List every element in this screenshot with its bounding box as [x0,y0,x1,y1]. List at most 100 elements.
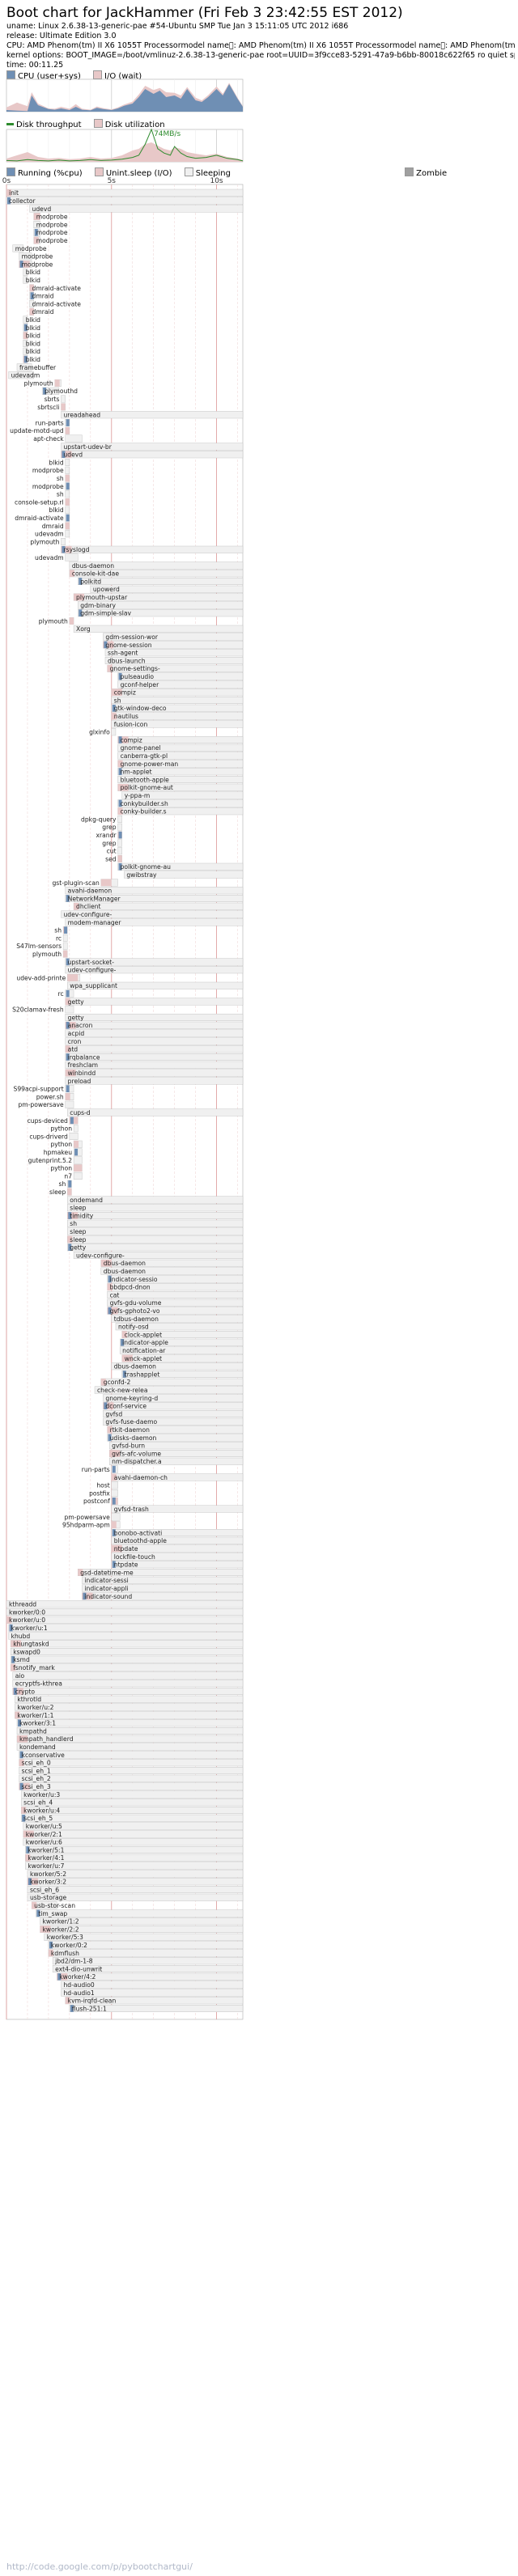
process-cpu-segment [74,1148,79,1156]
process-label: ecryptfs-kthrea [15,1680,62,1688]
process-bar [65,1037,244,1045]
process-label: plymouth [32,951,62,958]
process-label: timidity [70,1212,94,1219]
process-label: gsd-datetime-me [80,1569,134,1576]
process-label: wnck-applet [125,1355,162,1362]
process-bar [62,942,68,950]
unint-label: Unint.sleep (I/O) [105,169,172,178]
zombie-swatch [405,167,414,176]
process-label: run-parts [36,419,64,426]
process-cpu-segment [66,419,70,426]
process-cpu-segment [122,1371,126,1378]
process-label: NetworkManager [68,895,121,902]
process-label: cups-driverd [29,1133,68,1140]
zombie-legend-item: Zombie [405,167,447,178]
process-cpu-segment [68,1180,72,1188]
process-io-segment [32,1901,37,1909]
process-cpu-segment [66,514,70,522]
process-io-segment [117,760,123,768]
process-bar [67,1227,244,1235]
process-label: cron [68,1038,82,1045]
process-label: run-parts [82,1466,110,1473]
process-bar [65,490,70,498]
process-label: init [9,189,19,197]
process-io-segment [107,1283,113,1290]
process-label: clock-applet [125,1331,162,1338]
process-cpu-segment [9,1624,13,1632]
process-bar [65,958,244,966]
process-label: polkitd [80,578,101,585]
process-label: trashapplet [125,1371,160,1378]
process-label: dmraid-activate [32,285,82,292]
process-cpu-segment [108,1434,112,1442]
footer-url: http://code.google.com/p/pybootchartgui/ [6,2561,193,2572]
process-label: indicator-sessi [84,1577,128,1584]
process-bar [111,720,244,728]
process-io-segment [107,1307,118,1315]
process-label: gvfs-gphoto2-vo [110,1307,160,1315]
process-io-segment [111,688,122,696]
process-io-segment [29,308,34,316]
process-bar [52,1957,244,1965]
process-label: ksmd [13,1656,30,1663]
sleeping-legend-item: Sleeping [184,167,231,178]
process-label: notify-osd [118,1324,149,1331]
process-io-segment [48,1949,53,1957]
process-label: sleep [49,1188,66,1196]
process-io-segment [121,1354,133,1362]
process-label: kworker/3:2 [30,1879,66,1886]
process-bar [29,205,244,213]
process-bar [107,1434,244,1442]
process-cpu-segment [22,1815,26,1822]
process-cpu-segment [70,2005,74,2012]
process-cpu-segment [104,641,108,649]
process-label: gvfsd-trash [114,1506,149,1513]
process-cpu-segment [17,1719,21,1727]
process-bar [65,966,244,974]
process-io-segment [78,1569,83,1576]
process-label: console-kit-dae [72,570,119,578]
process-label: python [50,1125,72,1133]
process-bar [65,989,74,998]
release-line: release: Ultimate Edition 3.0 [6,32,117,40]
process-bar [27,1885,244,1893]
process-label: gnome-panel [121,744,161,752]
process-label: dbus-launch [108,657,146,664]
process-bar [117,799,244,807]
process-bar [117,672,244,680]
process-io-segment [61,403,66,411]
process-bar [65,553,79,561]
process-bar [73,625,244,633]
process-bar [61,1989,244,1997]
process-io-segment [65,1997,70,2004]
process-label: check-new-relea [97,1387,147,1394]
process-label: getty [70,1244,86,1252]
process-io-segment [111,1521,117,1528]
process-io-segment [23,1830,34,1838]
process-bar [67,1219,244,1227]
process-cpu-segment [66,1085,70,1092]
process-io-segment [54,379,60,387]
process-label: kworker/u:3 [23,1791,60,1799]
process-label: kworker/1:2 [43,1918,79,1926]
process-label: rtkit-daemon [110,1426,151,1434]
process-cpu-segment [112,1498,116,1505]
process-label: udevadm [35,531,64,538]
process-label: kworker/4:1 [28,1854,64,1862]
process-bar [12,1687,244,1695]
process-label: gvfs-afc-volume [112,1450,161,1457]
x-tick-label: 0s [2,177,11,185]
process-label: ext4-dio-unwrit [55,1965,102,1972]
process-label: n7 [64,1172,72,1180]
process-label: lockfile-touch [114,1553,155,1561]
process-label: kondemand [19,1743,56,1751]
process-label: polkit-gnome-au [121,863,172,871]
process-io-segment [65,1069,76,1077]
process-cpu-segment [112,705,116,712]
process-label: kworker/3:1 [19,1720,56,1727]
process-cpu-segment [79,578,83,585]
process-label: kworker/0:2 [51,1942,87,1949]
process-label: S99acpi-support [14,1086,64,1093]
process-label: kmpath_handlerd [19,1735,74,1743]
process-bar [100,1267,244,1275]
